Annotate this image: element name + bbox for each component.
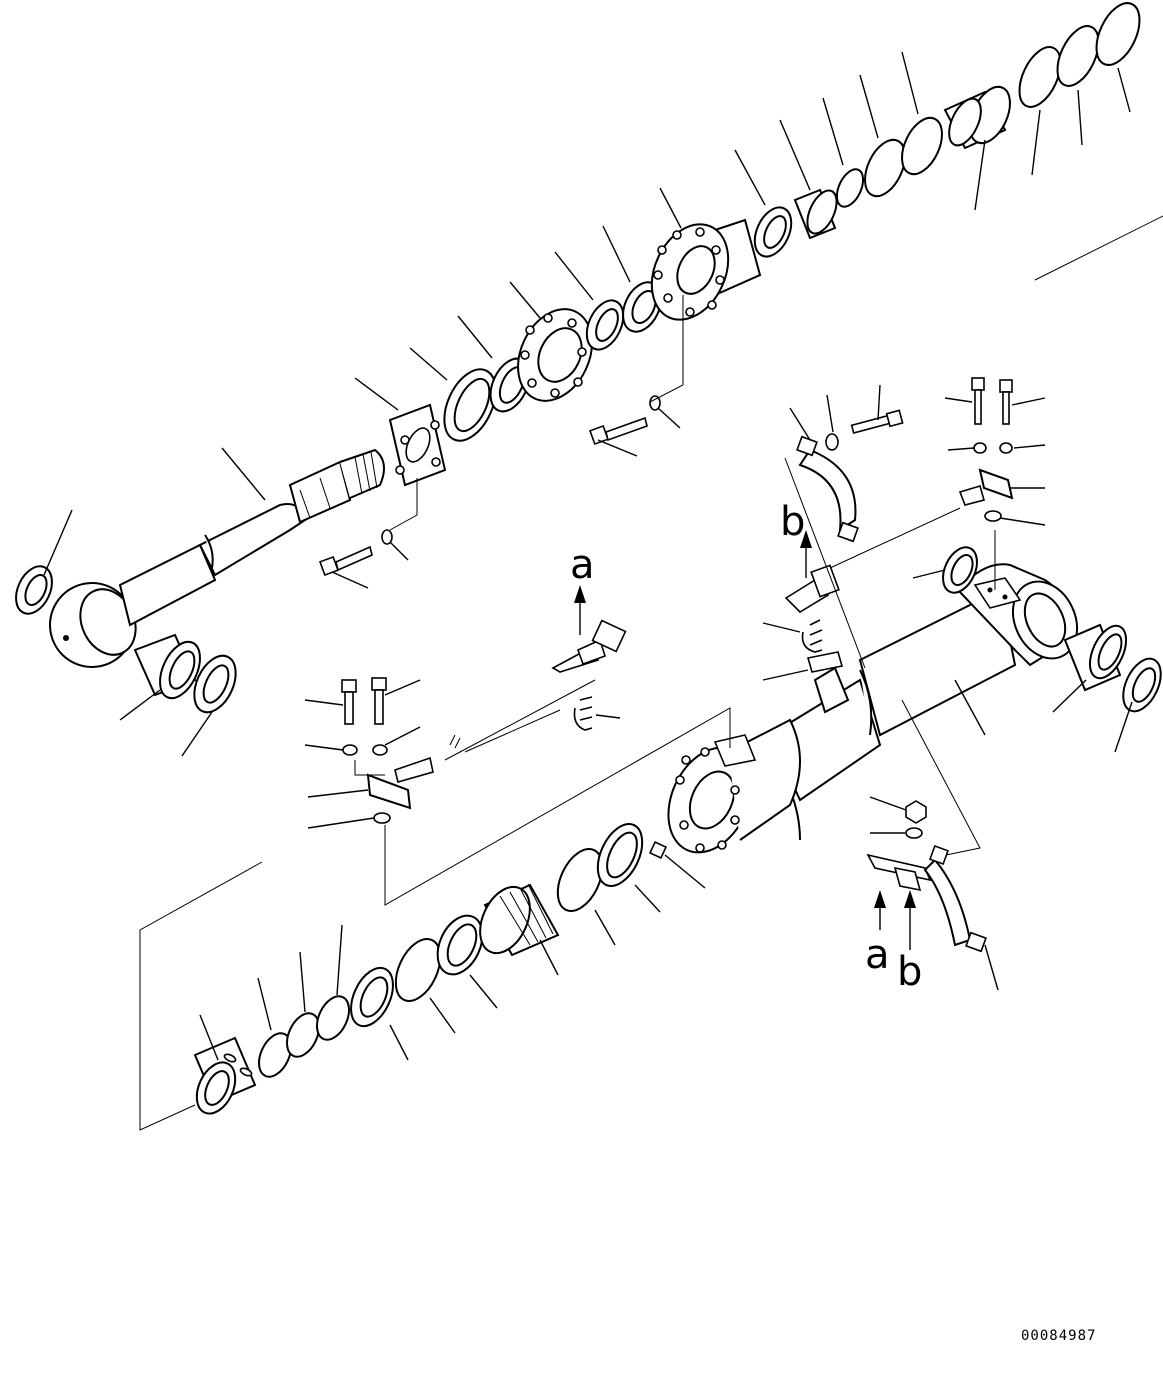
piston-head bbox=[479, 883, 560, 957]
tube-label-plate bbox=[806, 651, 844, 673]
lower-seal-6 bbox=[436, 914, 484, 976]
tube-fitting-b bbox=[784, 564, 840, 653]
rod-seal-1 bbox=[443, 368, 497, 442]
head-ring-6 bbox=[1095, 2, 1141, 66]
piston-nut bbox=[193, 1036, 257, 1115]
snap-ring bbox=[835, 168, 865, 208]
cylinder-head bbox=[650, 218, 762, 321]
label-a-lower: a bbox=[865, 932, 890, 978]
tube-end-bushing bbox=[1063, 623, 1128, 692]
flange-bolt bbox=[319, 529, 393, 576]
head-ring-2 bbox=[864, 138, 906, 198]
head-ring-4 bbox=[1018, 46, 1062, 108]
piston-rod bbox=[118, 448, 385, 627]
tube-end-seal bbox=[1122, 657, 1162, 713]
valve-block-upper bbox=[958, 377, 1014, 522]
rod-piping bbox=[444, 619, 627, 761]
cylinder-tube bbox=[768, 563, 1079, 841]
eye-bushing bbox=[133, 633, 201, 700]
lower-seal-9 bbox=[596, 823, 644, 887]
tube-bushing-small bbox=[942, 546, 978, 594]
lower-o-ring-3 bbox=[316, 995, 350, 1041]
valve-block-rod bbox=[341, 677, 434, 824]
eye-seal bbox=[193, 654, 237, 714]
arrow-b-upper: b bbox=[780, 499, 812, 578]
lower-ring-8 bbox=[556, 848, 604, 912]
head-ring-5 bbox=[1056, 25, 1100, 87]
label-a-upper: a bbox=[570, 542, 595, 588]
leader-lines-tube bbox=[762, 384, 1133, 991]
lower-ring-5 bbox=[394, 938, 442, 1002]
piston-rod-assembly bbox=[15, 2, 1141, 714]
lower-seal-4 bbox=[350, 966, 394, 1028]
drawing-number: 00084987 bbox=[1021, 1328, 1097, 1344]
flange-plate bbox=[388, 403, 447, 487]
head-bolt bbox=[589, 395, 661, 445]
rod-end-bushing bbox=[15, 565, 53, 615]
head-bushing bbox=[793, 188, 838, 240]
tube-head-flange bbox=[667, 718, 801, 854]
head-seal-1 bbox=[753, 206, 793, 258]
arrow-a-upper: a bbox=[570, 542, 595, 635]
leader-lines-upper bbox=[43, 51, 1163, 757]
lower-seal-group bbox=[193, 823, 668, 1115]
arrow-b-lower: b bbox=[897, 890, 922, 995]
clamp-lower bbox=[866, 800, 987, 953]
lower-o-ring-2 bbox=[286, 1012, 320, 1058]
set-screw bbox=[648, 840, 668, 860]
arrow-a-lower: a bbox=[865, 890, 890, 978]
piston-ring-1 bbox=[585, 299, 625, 351]
label-b-upper: b bbox=[780, 499, 805, 545]
label-b-lower: b bbox=[897, 949, 922, 995]
piston bbox=[517, 308, 593, 402]
leader-lines-rod-block bbox=[304, 679, 731, 906]
leader-lines-lower bbox=[139, 854, 706, 1131]
head-ring-3 bbox=[901, 116, 943, 176]
clamp-upper bbox=[796, 409, 904, 543]
head-collar bbox=[943, 85, 1011, 150]
lower-o-ring-1 bbox=[258, 1032, 292, 1078]
